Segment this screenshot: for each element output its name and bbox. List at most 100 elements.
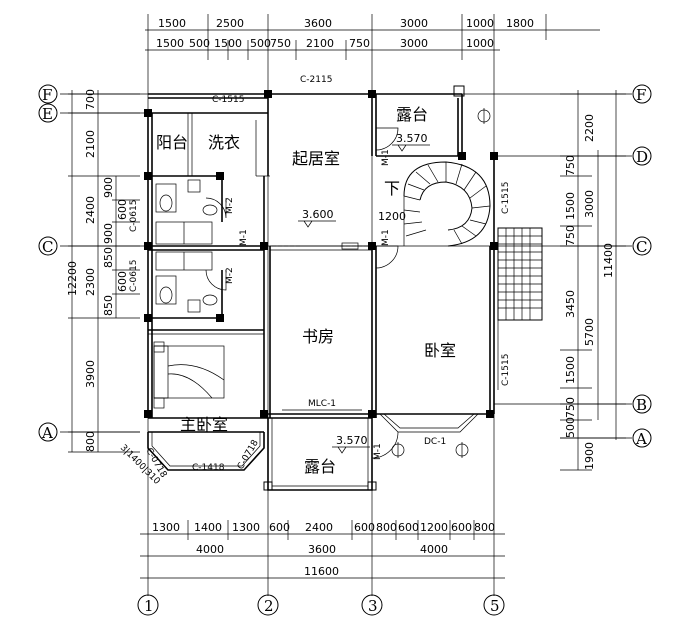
door-tag: M-1 (381, 149, 391, 166)
walls (147, 93, 499, 491)
top-dimension-labels-row2: 1500 500 1500 500 750 2100 750 3000 1000 (156, 37, 494, 50)
dim-label: 1300 (152, 521, 180, 534)
dim-label: 2200 (583, 114, 596, 142)
dim-label: 2400 (84, 196, 97, 224)
top-dimension-lines (145, 14, 600, 60)
room-label-living: 起居室 (292, 149, 340, 168)
door-tag: MLC-1 (308, 399, 336, 409)
bed (153, 341, 225, 409)
columns (144, 90, 498, 418)
level-marker: 3.570 (396, 132, 428, 145)
door-tag: M-1 (381, 229, 391, 246)
opening-marks (272, 242, 368, 411)
window-tag: C-1515 (501, 182, 511, 214)
window-tag: C-1515 (212, 95, 244, 105)
axis-label-a-left: A (41, 424, 53, 442)
level-marker: 3.600 (302, 208, 334, 221)
room-label-bedroom: 卧室 (424, 341, 456, 360)
dim-label: 2400 (305, 521, 333, 534)
room-label-study: 书房 (302, 327, 334, 346)
dim-label: 3000 (400, 37, 428, 50)
room-label-laundry: 洗衣 (208, 133, 240, 152)
dim-label: 2500 (216, 17, 244, 30)
dim-label: 800 (376, 521, 397, 534)
door-tag: M-1 (373, 443, 383, 460)
dim-label: 4000 (420, 543, 448, 556)
dim-label: 1800 (506, 17, 534, 30)
axis-label-c-right: C (636, 238, 647, 256)
dim-label: 500 (189, 37, 210, 50)
dim-label: 700 (84, 89, 97, 110)
dim-label: 2300 (84, 268, 97, 296)
axis-label-f-left: F (42, 86, 52, 104)
room-label-master-bedroom: 主卧室 (180, 415, 228, 434)
dim-label: 900 (102, 177, 115, 198)
level-markers: 3.570 3.600 1200 3.570 (298, 132, 430, 454)
axis-label-f-right: F (636, 86, 646, 104)
axis-label-2: 2 (264, 597, 274, 615)
axis-label-b-right: B (636, 396, 647, 414)
dim-label: 600 (116, 199, 129, 220)
level-marker: 1200 (378, 210, 406, 223)
window-tag: C-1515 (501, 354, 511, 386)
door-tag: M-2 (225, 197, 235, 214)
dim-label: 3600 (304, 17, 332, 30)
dim-label: 600 (269, 521, 290, 534)
room-label-balcony: 阳台 (156, 133, 188, 152)
dim-label: 800 (474, 521, 495, 534)
window-tag: DC-1 (424, 437, 446, 447)
bottom-dimension-lines (140, 520, 505, 579)
dim-label: 2100 (84, 130, 97, 158)
dim-label: 3600 (308, 543, 336, 556)
window-tag: C-0615 (129, 200, 139, 232)
dim-label: 2100 (306, 37, 334, 50)
stair-down-label: 下 (384, 179, 400, 198)
dim-label: 750 (349, 37, 370, 50)
dim-label: 850 (102, 247, 115, 268)
dim-label: 600 (354, 521, 375, 534)
dim-label: 850 (102, 295, 115, 316)
level-marker: 3.570 (336, 434, 368, 447)
dim-label: 750 (564, 155, 577, 176)
open-columns (263, 85, 465, 491)
dim-label: 3000 (400, 17, 428, 30)
dim-total: 12200 (66, 261, 79, 296)
axis-label-3: 3 (368, 597, 378, 615)
dim-label: 1500 (564, 356, 577, 384)
axis-label-a-right: A (635, 430, 647, 448)
dim-label: 3900 (84, 360, 97, 388)
dim-label: 500 (564, 417, 577, 438)
axis-label-5: 5 (490, 597, 500, 615)
dim-label: 600 (116, 271, 129, 292)
dim-label: 4000 (196, 543, 224, 556)
left-dimension-lines (68, 90, 140, 453)
window-tag: C-2115 (300, 75, 332, 85)
axis-label-c-left: C (42, 238, 53, 256)
dim-label: 5700 (583, 318, 596, 346)
dim-label: 3450 (564, 290, 577, 318)
dim-label: 1300 (232, 521, 260, 534)
dim-label: 3000 (583, 190, 596, 218)
dim-label: 1900 (583, 442, 596, 470)
dim-total: 11600 (304, 565, 339, 578)
dim-total: 11400 (602, 243, 615, 278)
window-tag: C-0615 (129, 260, 139, 292)
dim-label: 1200 (420, 521, 448, 534)
drain-symbols (391, 108, 491, 458)
axis-bubbles-left: F E C A (38, 84, 58, 442)
axis-lines (60, 60, 632, 596)
dim-label: 600 (451, 521, 472, 534)
spiral-stair (403, 161, 491, 247)
bottom-dimension-labels-row2: 4000 3600 4000 11600 (196, 543, 448, 578)
bathroom-fixtures (155, 179, 218, 313)
dim-label: 500 (250, 37, 271, 50)
window-tag: C-1418 (192, 463, 225, 473)
top-dimension-labels-row1: 1500 2500 3600 3000 1000 1800 (158, 17, 534, 30)
axis-label-e-left: E (42, 105, 53, 123)
dim-label: 1500 (156, 37, 184, 50)
dim-label: 1500 (564, 192, 577, 220)
dim-label: 1500 (158, 17, 186, 30)
dim-label: 1000 (466, 37, 494, 50)
left-dimension-labels: 700 2100 2400 2300 3900 800 12200 900 60… (66, 89, 129, 452)
